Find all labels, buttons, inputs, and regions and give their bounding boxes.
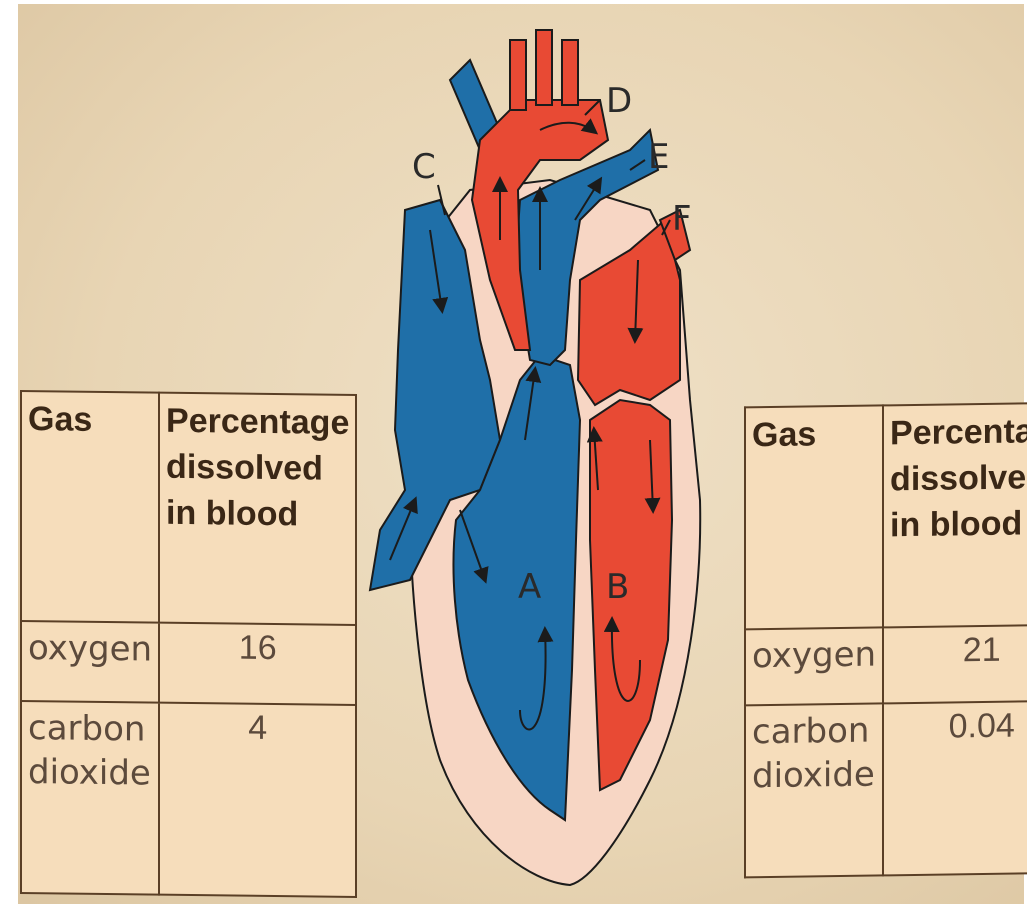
oxygen-value: 16 (159, 623, 356, 705)
label-a: A (518, 567, 541, 607)
gas-name-oxygen: oxygen (21, 621, 159, 703)
heart-diagram: A B C D E F (350, 20, 730, 890)
label-c: C (412, 147, 436, 187)
gas-name-oxygen: oxygen (745, 627, 883, 705)
carbon-dioxide-value: 4 (159, 703, 356, 897)
oxygen-value: 21 (883, 625, 1027, 704)
label-f: F (672, 199, 692, 239)
label-e: E (648, 137, 669, 177)
gas-name-carbon-dioxide: carbon dioxide (21, 701, 159, 895)
carbon-dioxide-value: 0.04 (883, 701, 1027, 876)
percentage-header: Percentage dissolved in blood (159, 393, 356, 625)
percentage-header: Percentage dissolved in blood (883, 403, 1027, 628)
aorta-branch (536, 30, 552, 105)
gas-header: Gas (745, 405, 883, 629)
gas-name-carbon-dioxide: carbon dioxide (745, 703, 883, 877)
label-d: D (606, 81, 632, 121)
gas-table-right: Gas Percentage dissolved in blood oxygen… (744, 402, 1027, 879)
aorta-branch (510, 40, 526, 110)
aorta-branch (562, 40, 578, 105)
gas-header: Gas (21, 391, 159, 623)
label-b: B (606, 567, 629, 607)
gas-table-left: Gas Percentage dissolved in blood oxygen… (20, 390, 357, 898)
